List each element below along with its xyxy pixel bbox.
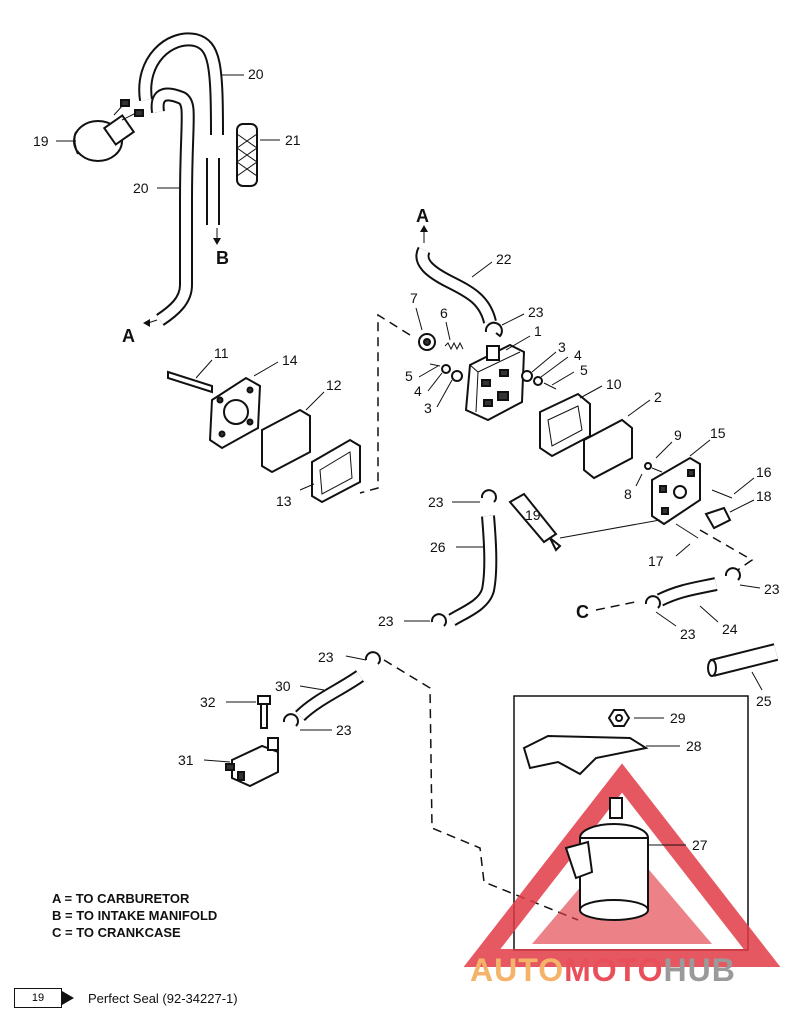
sealant-tube-icon: 19 (14, 988, 62, 1008)
callout-10: 10 (606, 376, 622, 392)
valve-3-left (451, 370, 463, 382)
callout-20-upper: 20 (248, 66, 264, 82)
hose-22 (415, 246, 497, 324)
callout-14: 14 (282, 352, 298, 368)
callout-23-c: 23 (680, 626, 696, 642)
bolt-11 (167, 370, 213, 394)
callout-23-hose30-top: 23 (318, 649, 334, 665)
marker-c: C (576, 602, 589, 622)
washer-8 (644, 462, 652, 470)
callout-23-pump: 23 (528, 304, 544, 320)
callout-29: 29 (670, 710, 686, 726)
callout-30: 30 (275, 678, 291, 694)
callout-25: 25 (756, 693, 772, 709)
mount-plate-14 (208, 376, 262, 450)
callout-22: 22 (496, 251, 512, 267)
washer-4-left (441, 364, 451, 374)
callout-8: 8 (624, 486, 632, 502)
legend-carburetor: A = TO CARBURETOR (52, 891, 190, 906)
valve-31 (225, 737, 279, 788)
gasket-12 (261, 408, 311, 474)
watermark-auto: AUTO (470, 952, 565, 988)
callout-24: 24 (722, 621, 738, 637)
washer-4-right (533, 376, 543, 386)
callout-5-right: 5 (580, 362, 588, 378)
sealant-label: Perfect Seal (92-34227-1) (88, 990, 238, 1006)
clamp-23-right (724, 567, 741, 581)
sealant-key: 19 Perfect Seal (92-34227-1) (14, 988, 238, 1008)
bolt-32 (257, 695, 271, 729)
callout-18: 18 (756, 488, 772, 504)
callout-31: 31 (178, 752, 194, 768)
legend-crankcase: C = TO CRANKCASE (52, 925, 181, 940)
sealant-tube-19 (508, 492, 562, 552)
callout-6: 6 (440, 305, 448, 321)
valve-3-right (521, 370, 533, 382)
callout-9: 9 (674, 427, 682, 443)
diaphragm-2 (583, 418, 633, 480)
callout-15: 15 (710, 425, 726, 441)
hose-20-upper (138, 32, 224, 225)
callout-7: 7 (410, 290, 418, 306)
callout-21: 21 (285, 132, 301, 148)
callout-32: 32 (200, 694, 216, 710)
callout-27: 27 (692, 837, 708, 853)
hose-25 (707, 643, 779, 677)
clamp-23-mid (430, 613, 447, 627)
callout-16: 16 (756, 464, 772, 480)
gasket-10 (539, 392, 591, 458)
callout-13: 13 (276, 493, 292, 509)
callout-5-left: 5 (405, 368, 413, 384)
callout-20-lower: 20 (133, 180, 149, 196)
hose-20-lower (150, 87, 195, 326)
marker-b: B (216, 248, 229, 268)
fuel-filter-27 (564, 797, 649, 921)
callout-12: 12 (326, 377, 342, 393)
pump-cover-15 (651, 456, 701, 526)
callout-2: 2 (654, 389, 662, 405)
marker-a-top: A (416, 206, 429, 226)
primer-bulb (73, 99, 144, 162)
watermark-moto: MOTO (564, 952, 664, 988)
bracket-28 (522, 734, 649, 776)
fuel-pump (464, 343, 526, 422)
callout-19-primer: 19 (33, 133, 49, 149)
callout-19-tube: 19 (525, 507, 541, 523)
spring-6 (444, 341, 464, 351)
callout-4-left: 4 (414, 383, 422, 399)
clamp-23-hose30-top (364, 651, 381, 665)
hose-26 (448, 515, 498, 627)
sealant-nozzle-icon (62, 991, 74, 1005)
callout-1: 1 (534, 323, 542, 339)
fitting-18 (704, 506, 732, 530)
clamp-23-pump (484, 321, 503, 338)
callout-23-mid: 23 (378, 613, 394, 629)
marker-a-left: A (122, 326, 135, 346)
callout-23-right: 23 (764, 581, 780, 597)
hose-30 (295, 670, 365, 722)
callout-17: 17 (648, 553, 664, 569)
gasket-13 (311, 438, 361, 504)
screw-17 (675, 523, 699, 539)
legend-intake-manifold: B = TO INTAKE MANIFOLD (52, 908, 218, 923)
clamp-23-upper (480, 489, 497, 503)
screw-9 (651, 467, 663, 473)
watermark-hub: HUB (663, 952, 736, 988)
callout-3-left: 3 (424, 400, 432, 416)
screw-16 (711, 489, 733, 499)
watermark-text: AUTOMOTOHUB (470, 952, 736, 989)
callout-23-upper: 23 (428, 494, 444, 510)
hose-24 (656, 577, 718, 607)
callout-23-hose30-bottom: 23 (336, 722, 352, 738)
clamp-23-c (644, 595, 661, 609)
callout-26: 26 (430, 539, 446, 555)
hose-sleeve (236, 123, 258, 187)
callout-11: 11 (214, 345, 229, 361)
clamp-23-hose30-bottom (282, 713, 299, 727)
callout-3-right: 3 (558, 339, 566, 355)
callout-4-right: 4 (574, 347, 582, 363)
callout-28: 28 (686, 738, 702, 754)
